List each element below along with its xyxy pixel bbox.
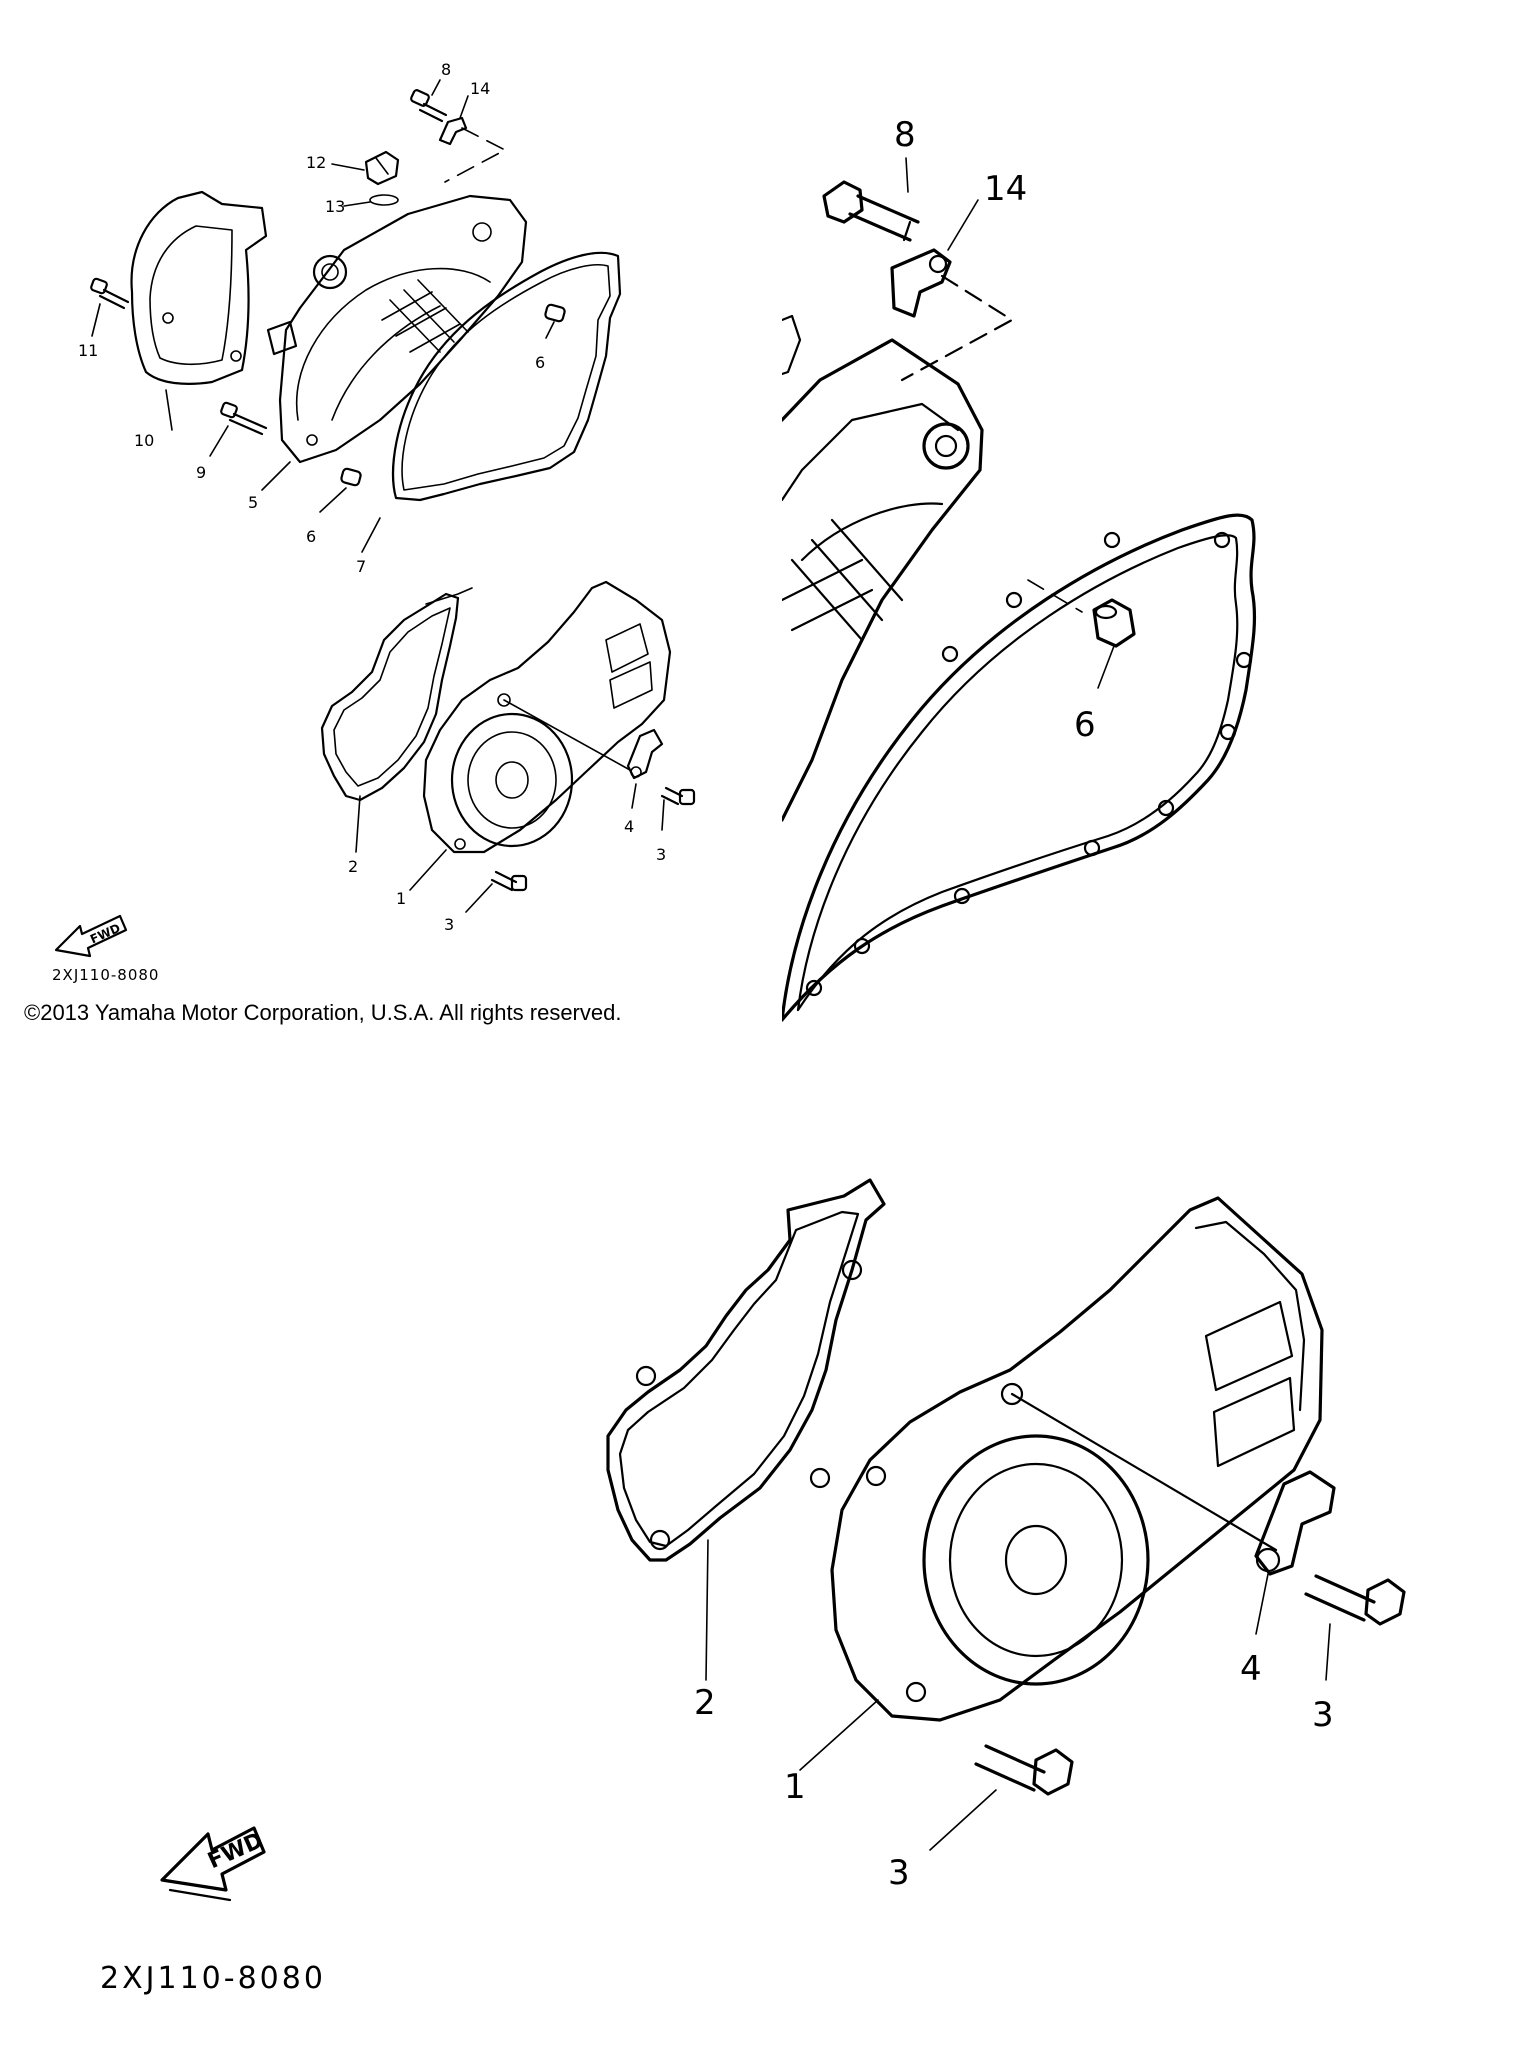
zoom-label-6: 6 <box>1074 705 1096 745</box>
bolt-8-part <box>410 89 448 123</box>
zoom-clamp-14-part <box>890 248 952 318</box>
copyright-notice: ©2013 Yamaha Motor Corporation, U.S.A. A… <box>24 1000 622 1025</box>
fwd-label: FWD <box>88 921 122 947</box>
dowel-pin-6-part <box>544 303 566 323</box>
bolt-3-lower-part <box>490 870 528 892</box>
gasket-2-part <box>320 587 473 802</box>
zoom-gasket-7-part <box>782 513 1257 1022</box>
clamp-14-part <box>438 116 468 146</box>
zoom-label-3-lower: 3 <box>888 1853 910 1893</box>
dowel-pin-6-lower-part <box>340 467 362 487</box>
zoom-bolt-8-part <box>822 180 920 242</box>
label-4: 4 <box>624 817 634 836</box>
label-5: 5 <box>248 493 258 512</box>
zoom-clamp-4-part <box>1254 1470 1336 1576</box>
label-3-lower: 3 <box>444 915 454 934</box>
zoom-diagram-code: 2XJ110-8080 <box>100 1961 326 1996</box>
zoom-label-8: 8 <box>894 115 916 155</box>
label-8: 8 <box>441 60 451 79</box>
gasket-7-part <box>391 251 622 502</box>
bolt-11-part <box>90 277 130 310</box>
label-6-left: 6 <box>306 527 316 546</box>
crankcase-cover-1-part <box>422 580 672 854</box>
cover-10-part <box>130 190 268 385</box>
zoom-crankcase-cover-part <box>782 314 984 822</box>
zoom-crankcase-cover-1-part <box>830 1196 1324 1722</box>
bolt-9-part <box>220 401 268 436</box>
zoom-dowel-pin-6-part <box>1092 598 1136 648</box>
zoom-label-4: 4 <box>1240 1649 1262 1689</box>
oil-plug-12-part <box>364 150 400 186</box>
label-11: 11 <box>78 341 98 360</box>
zoom-detail-bottom: 2 1 4 3 3 FWD 2XJ <box>0 1100 1536 2048</box>
zoom-label-3-right: 3 <box>1312 1695 1334 1735</box>
zoom-bolt-3-part <box>1304 1574 1406 1626</box>
zoom-label-1: 1 <box>784 1767 806 1807</box>
label-3-right: 3 <box>656 845 666 864</box>
label-2: 2 <box>348 857 358 876</box>
overview-diagram: 8 14 12 13 10 11 <box>0 0 770 990</box>
label-14: 14 <box>470 79 490 98</box>
o-ring-13-part <box>369 194 399 206</box>
label-9: 9 <box>196 463 206 482</box>
label-1: 1 <box>396 889 406 908</box>
clamp-4-part <box>626 728 664 780</box>
bolt-3-part <box>660 786 696 806</box>
crankcase-cover-5-part <box>266 194 528 464</box>
fwd-arrow-icon: FWD <box>54 914 128 958</box>
zoom-gasket-2-part <box>606 1178 886 1562</box>
zoom-label-14: 14 <box>984 169 1027 209</box>
label-12: 12 <box>306 153 326 172</box>
zoom-label-2: 2 <box>694 1683 716 1723</box>
diagram-code: 2XJ110-8080 <box>52 966 159 984</box>
label-13: 13 <box>325 197 345 216</box>
label-6-right: 6 <box>535 353 545 372</box>
zoom-bolt-3-lower-part <box>974 1744 1074 1796</box>
zoom-fwd-arrow-icon: FWD <box>160 1826 267 1902</box>
label-7: 7 <box>356 557 366 576</box>
label-10: 10 <box>134 431 154 450</box>
zoom-detail-top: 8 14 <box>782 0 1536 1036</box>
